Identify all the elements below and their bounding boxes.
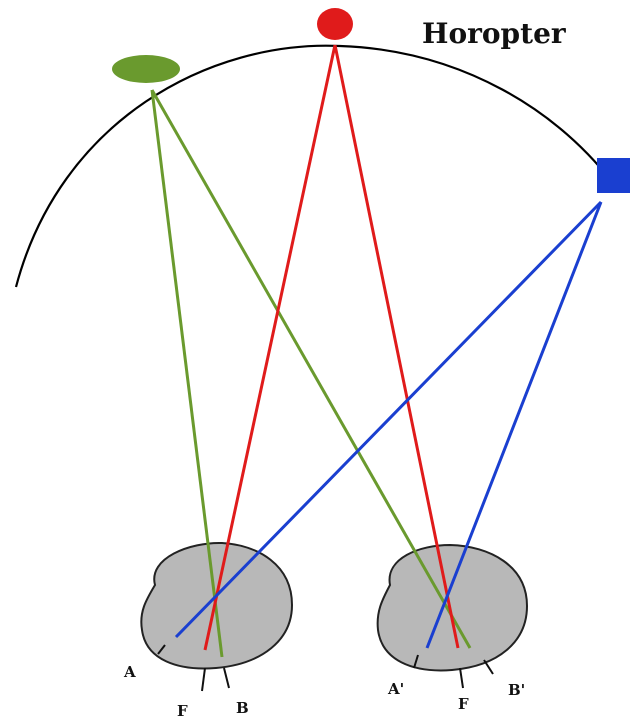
green-ellipse-object: [112, 55, 180, 83]
label-right-b: B': [508, 681, 525, 699]
green-line-right-eye: [150, 89, 472, 649]
red-circle-object: [317, 8, 353, 40]
blue-line-right-eye: [425, 201, 603, 649]
blue-line-left-eye: [174, 200, 603, 639]
label-right-a: A': [387, 680, 404, 698]
label-right-f: F: [458, 695, 469, 713]
label-left-f: F: [177, 702, 188, 720]
tick-right-a: [413, 654, 419, 669]
red-line-right-eye: [333, 44, 460, 649]
tick-left-a: [157, 644, 166, 655]
red-line-left-eye: [203, 44, 337, 651]
tick-left-b: [223, 667, 230, 689]
blue-square-object: [597, 158, 630, 193]
label-left-a: A: [123, 663, 136, 681]
green-line-left-eye: [150, 89, 224, 658]
horopter-arc: [14, 44, 619, 288]
tick-left-f: [201, 667, 206, 692]
tick-right-f: [459, 667, 464, 689]
right-eye: [376, 543, 529, 672]
tick-right-b: [483, 659, 494, 675]
diagram-title: Horopter: [422, 17, 567, 50]
label-left-b: B: [236, 699, 249, 717]
